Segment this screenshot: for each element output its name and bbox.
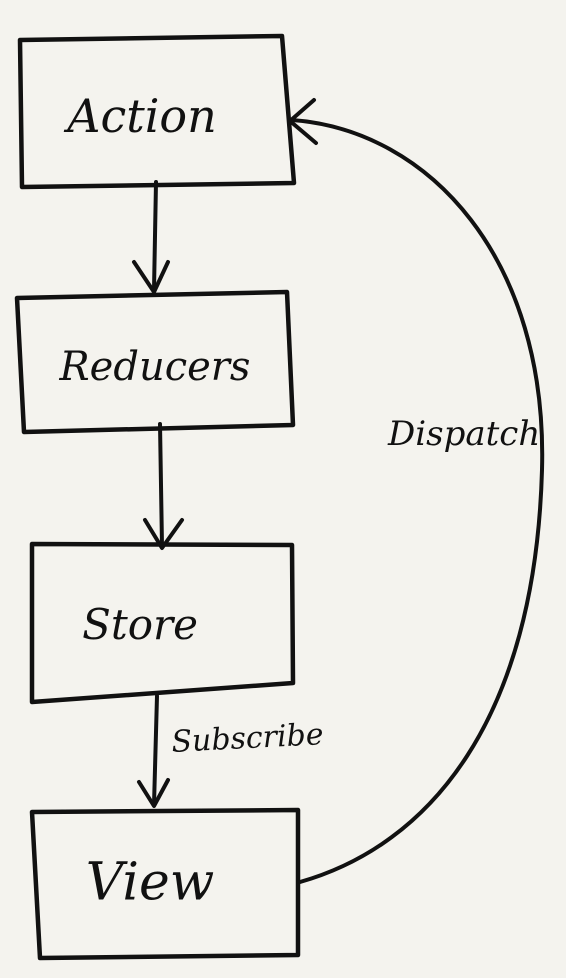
action-label: Action [63,89,217,143]
view-label: View [86,853,215,913]
store-node: Store [29,541,296,705]
reducers-node: Reducers [14,289,296,435]
reducers-box [14,289,296,435]
arrow-reducers-to-store [143,422,184,550]
view-box [29,807,301,961]
action-box [17,33,297,190]
arrow-store-to-view [137,694,170,808]
subscribe-label: Subscribe [171,717,325,760]
view-node: View [29,807,301,961]
arrow-view-to-action [288,98,545,884]
store-label: Store [82,600,198,649]
action-node: Action [17,33,297,190]
dispatch-label: Dispatch [387,414,540,454]
arrow-action-to-reducers [132,180,170,294]
reducers-label: Reducers [59,344,251,390]
store-box [29,541,296,705]
